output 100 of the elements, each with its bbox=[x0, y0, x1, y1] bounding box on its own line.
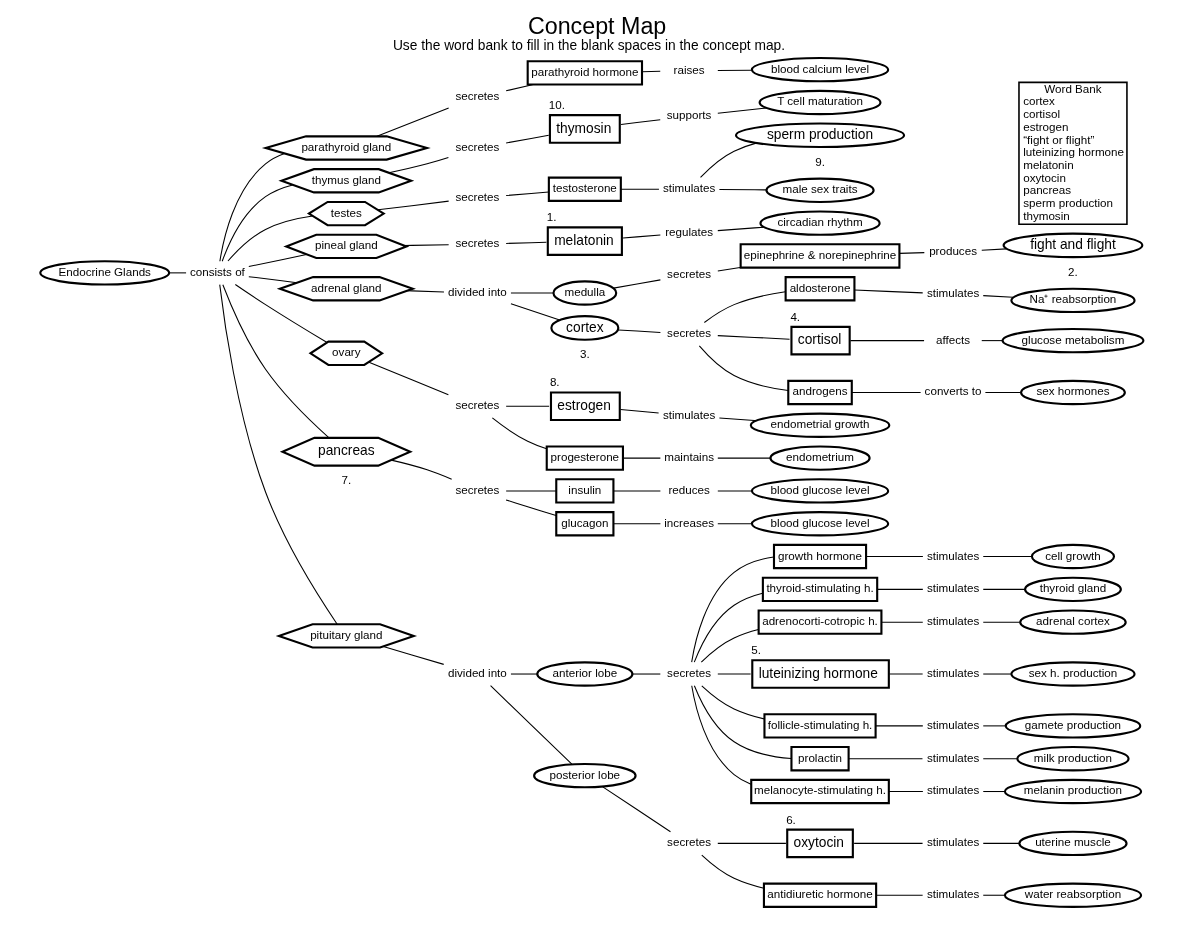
connector bbox=[980, 248, 1007, 251]
connector bbox=[874, 725, 923, 727]
connector bbox=[622, 457, 661, 459]
node-ellipse: adrenal cortex bbox=[1018, 609, 1127, 635]
connector bbox=[700, 629, 759, 663]
node-text: secretes bbox=[666, 266, 711, 280]
connector bbox=[982, 588, 1025, 590]
node-ellipse: Endocrine Glands bbox=[38, 260, 170, 286]
node-box: epinephrine & norepinephrine bbox=[739, 243, 900, 269]
node-ellipse: blood glucose level bbox=[750, 511, 889, 537]
connector bbox=[221, 284, 330, 439]
connector bbox=[700, 685, 765, 720]
connector bbox=[716, 267, 741, 272]
node-ellipse: blood calcium level bbox=[750, 56, 889, 83]
node-box: adrenocorti-cotropic h. bbox=[757, 609, 882, 635]
connector bbox=[853, 842, 923, 844]
connector bbox=[716, 226, 764, 232]
connector bbox=[375, 107, 449, 137]
connector bbox=[390, 459, 452, 480]
node-ellipse: blood glucose level bbox=[750, 478, 889, 504]
connector bbox=[982, 556, 1032, 558]
node-ellipse: endometrial growth bbox=[749, 412, 890, 438]
connector bbox=[367, 361, 449, 396]
node-box: progesterone bbox=[545, 445, 624, 471]
connector bbox=[716, 335, 790, 340]
connector bbox=[716, 673, 751, 675]
connector bbox=[690, 556, 774, 663]
node-box: glucagon bbox=[554, 511, 614, 537]
node-text: secretes bbox=[454, 189, 499, 203]
node-text: secretes bbox=[454, 398, 499, 412]
node-text: stimulates bbox=[926, 286, 979, 300]
node-text: divided into bbox=[447, 284, 507, 298]
node-box: growth hormone bbox=[772, 543, 867, 570]
node-text: affects bbox=[935, 332, 970, 346]
node-text: maintains bbox=[663, 450, 714, 464]
connector bbox=[716, 457, 771, 459]
node-ellipse: endometrium bbox=[768, 445, 871, 471]
node-box: follicle-stimulating h. bbox=[762, 713, 877, 739]
node-box: luteinizing hormone bbox=[750, 659, 890, 689]
connector bbox=[218, 284, 338, 625]
node-text: reduces bbox=[667, 482, 710, 496]
node-box: cortisol bbox=[789, 325, 851, 356]
node-ellipse: T cell maturation bbox=[758, 89, 881, 116]
connector bbox=[853, 289, 923, 294]
connector bbox=[982, 842, 1020, 844]
node-label: 8. bbox=[549, 375, 560, 389]
node-box: thyroid-stimulating h. bbox=[761, 576, 878, 603]
connector bbox=[875, 894, 923, 896]
connector bbox=[505, 405, 550, 407]
connector bbox=[505, 134, 549, 144]
connector bbox=[403, 244, 449, 246]
connector bbox=[716, 107, 767, 114]
connector bbox=[376, 200, 449, 211]
node-text: secretes bbox=[454, 89, 499, 103]
connector bbox=[509, 292, 554, 294]
node-text: supports bbox=[666, 108, 711, 122]
connector bbox=[982, 673, 1011, 675]
connector bbox=[700, 854, 764, 889]
node-box: testosterone bbox=[547, 176, 622, 202]
node-ellipse: male sex traits bbox=[764, 177, 875, 203]
connector bbox=[982, 621, 1020, 623]
node-ellipse: Na⁺ reabsorption bbox=[1009, 287, 1136, 314]
node-box: thymosin bbox=[548, 114, 621, 144]
connector bbox=[505, 84, 534, 92]
node-text: stimulates bbox=[926, 887, 979, 901]
node-text: stimulates bbox=[926, 548, 979, 562]
node-text: stimulates bbox=[662, 181, 715, 195]
connector bbox=[865, 556, 923, 558]
node-text: converts to bbox=[924, 384, 981, 398]
node-box: aldosterone bbox=[784, 276, 855, 302]
node-ellipse: sex hormones bbox=[1019, 379, 1126, 406]
node-text: divided into bbox=[447, 665, 507, 679]
node-ellipse: medulla bbox=[551, 280, 617, 306]
node-label: 9. bbox=[814, 154, 825, 168]
node-text: stimulates bbox=[926, 783, 979, 797]
connector bbox=[491, 417, 547, 450]
node-box: prolactin bbox=[789, 746, 850, 772]
connector bbox=[612, 523, 661, 525]
connector bbox=[716, 69, 752, 71]
connector bbox=[716, 842, 786, 844]
node-ellipse: melanin production bbox=[1003, 778, 1142, 805]
node-text: produces bbox=[928, 243, 977, 257]
node-label: 5. bbox=[750, 643, 761, 657]
connector bbox=[716, 523, 752, 525]
node-text: secretes bbox=[666, 835, 711, 849]
node-text: raises bbox=[673, 62, 705, 76]
connector bbox=[221, 184, 293, 262]
connector bbox=[716, 490, 752, 492]
connector bbox=[247, 276, 297, 284]
connector bbox=[850, 391, 921, 393]
node-text: stimulates bbox=[926, 581, 979, 595]
connector bbox=[887, 791, 923, 793]
node-ellipse: cell growth bbox=[1030, 543, 1115, 570]
node-ellipse: circadian rhythm bbox=[758, 210, 881, 236]
node-box: parathyroid hormone bbox=[526, 60, 643, 86]
connector bbox=[698, 345, 789, 391]
connector bbox=[982, 791, 1005, 793]
connector bbox=[982, 894, 1005, 896]
node-text: increases bbox=[663, 515, 714, 529]
connector bbox=[982, 725, 1006, 727]
